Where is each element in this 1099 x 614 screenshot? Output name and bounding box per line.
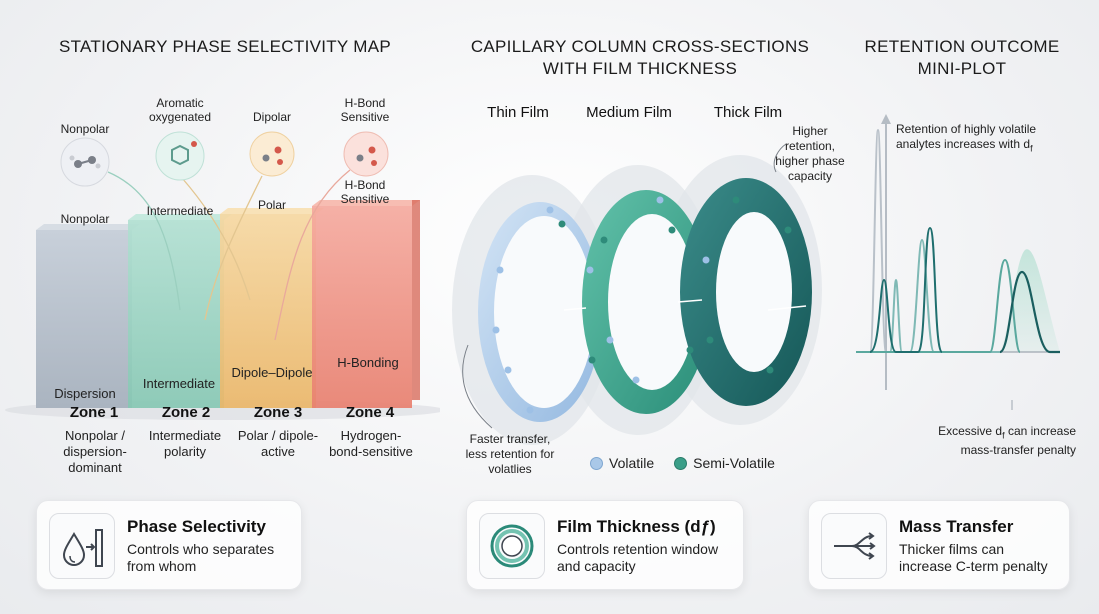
card-mass-transfer-title: Mass Transfer	[899, 517, 1014, 536]
bar-label-hbonding: H-Bonding	[337, 355, 399, 370]
molecule-1-bottom-label: Nonpolar	[60, 212, 110, 226]
zone2-bar	[128, 220, 224, 408]
retention-title: RETENTION OUTCOME MINI-PLOT	[850, 36, 1074, 80]
plot-peaks-thick-a	[869, 226, 943, 353]
split-arrows-icon	[821, 513, 887, 579]
bar-label-intermediate: Intermediate	[142, 376, 216, 391]
molecule-4-top-label: H-Bond Sensitive	[340, 96, 390, 124]
bar-label-dispersion: Dispersion	[54, 386, 116, 401]
molecule-hbond-icon	[343, 131, 389, 177]
zone4-title: Zone 4	[345, 404, 395, 421]
plot-bottom-note: Excessive df can increase mass-transfer …	[906, 424, 1076, 458]
zone1-desc: Nonpolar / dispersion-dominant	[63, 428, 127, 475]
plot-bottom-note-text: Excessive d	[938, 424, 1003, 438]
card-mass-transfer: Mass Transfer Thicker films can increase…	[808, 500, 1070, 590]
zone1-title: Zone 1	[69, 404, 119, 421]
bar-label-dipole: Dipole–Dipole	[231, 365, 313, 380]
zone4-desc: Hydrogen-bond-sensitive	[329, 428, 413, 459]
plot-peak-thick-broad	[999, 270, 1060, 354]
retention-title-line-2: MINI-PLOT	[917, 59, 1007, 78]
zone3-bar	[220, 214, 316, 408]
molecule-3-bottom-label: Polar	[257, 198, 286, 212]
card-film-thickness-desc: Controls retention window and capacity	[557, 541, 719, 574]
plot-axis-arrowhead	[881, 114, 891, 124]
zone4-bar-side	[412, 200, 420, 400]
volatile-dots	[492, 196, 710, 414]
thin-thickness-arrow	[563, 307, 587, 311]
legend-volatile-swatch	[590, 456, 603, 470]
zone2-desc: Intermediate polarity	[148, 428, 222, 459]
thick-film-label: Thick Film	[713, 104, 783, 121]
plot-broad-peak-band	[1000, 249, 1060, 352]
higher-note-pointer	[773, 143, 787, 173]
molecule-4-bottom-label: H-Bond Sensitive	[340, 178, 390, 206]
column-title-line-1: CAPILLARY COLUMN CROSS-SECTIONS	[470, 37, 810, 56]
plot-bottom-note-rest: can increase mass-transfer penalty	[960, 424, 1076, 458]
plot-peak-medium-film	[856, 258, 1021, 353]
medium-thickness-arrow	[677, 299, 703, 303]
card-phase-selectivity: Phase Selectivity Controls who separates…	[36, 500, 302, 590]
concentric-ring-icon	[479, 513, 545, 579]
molecule-nonpolar-icon	[60, 137, 110, 187]
card-phase-selectivity-title: Phase Selectivity	[127, 517, 266, 536]
zone4-bar-top	[312, 200, 420, 206]
retention-title-line-1: RETENTION OUTCOME	[864, 37, 1060, 56]
film-legend: Volatile Semi-Volatile	[590, 455, 775, 471]
plot-peak-volatile-light	[856, 128, 910, 353]
thin-film-label: Thin Film	[487, 104, 549, 121]
faster-note-pointer	[462, 344, 493, 429]
column-title-line-2: WITH FILM THICKNESS	[542, 59, 738, 78]
zone1-bar-top	[36, 224, 140, 230]
molecule-3-top-label: Dipolar	[252, 110, 291, 124]
medium-film-label: Medium Film	[586, 104, 672, 121]
medium-film-bore	[608, 214, 696, 390]
column-rings-graphic	[452, 143, 822, 445]
zone2-bar-top	[128, 214, 232, 220]
card-phase-selectivity-desc: Controls who separates from whom	[127, 541, 275, 574]
card-film-thickness: Film Thickness (dƒ) Controls retention w…	[466, 500, 744, 590]
plot-bottom-note-sub: f	[1002, 430, 1005, 441]
curve-1	[107, 171, 181, 311]
zone3-desc: Polar / dipole-active	[237, 428, 319, 459]
legend-semi-volatile-label: Semi-Volatile	[693, 455, 775, 471]
thick-thickness-arrow	[767, 305, 807, 311]
higher-retention-note: Higher retention, higher phase capacity	[775, 124, 845, 183]
plot-top-note: Retention of highly volatile analytes in…	[896, 122, 1072, 156]
plot-peaks-medium	[856, 238, 1000, 353]
legend-semi-volatile-swatch	[674, 456, 688, 470]
curve-4	[274, 169, 351, 341]
molecule-2-top-label: Aromatic oxygenated	[148, 96, 212, 124]
card-mass-transfer-desc: Thicker films can increase C-term penalt…	[899, 541, 1048, 574]
thick-film-bore	[716, 212, 792, 372]
molecule-2-bottom-label: Intermediate	[146, 204, 214, 218]
zone3-title: Zone 3	[253, 404, 303, 421]
molecule-1-top-label: Nonpolar	[60, 122, 110, 136]
card-film-thickness-title: Film Thickness (dƒ)	[557, 517, 716, 536]
semi-volatile-dots	[558, 196, 792, 374]
plot-top-note-sub: f	[1030, 143, 1033, 154]
molecule-aromatic-icon	[155, 131, 205, 181]
zone2-title: Zone 2	[161, 404, 211, 421]
retention-mini-plot	[856, 114, 1060, 410]
curve-2	[181, 177, 251, 301]
legend-volatile-label: Volatile	[609, 455, 655, 471]
droplet-barrier-icon	[49, 513, 115, 579]
column-title: CAPILLARY COLUMN CROSS-SECTIONS WITH FIL…	[440, 36, 840, 80]
faster-transfer-note: Faster transfer, less retention for vola…	[465, 432, 555, 476]
molecule-dipolar-icon	[249, 131, 295, 177]
thin-film-bore	[494, 216, 594, 408]
plot-top-note-text: Retention of highly volatile analytes in…	[896, 122, 1037, 151]
selectivity-title: STATIONARY PHASE SELECTIVITY MAP	[58, 37, 392, 56]
selectivity-map-graphic	[5, 131, 440, 420]
zone4-bar	[312, 206, 412, 408]
zone1-bar	[36, 230, 132, 408]
curve-3	[204, 175, 263, 321]
